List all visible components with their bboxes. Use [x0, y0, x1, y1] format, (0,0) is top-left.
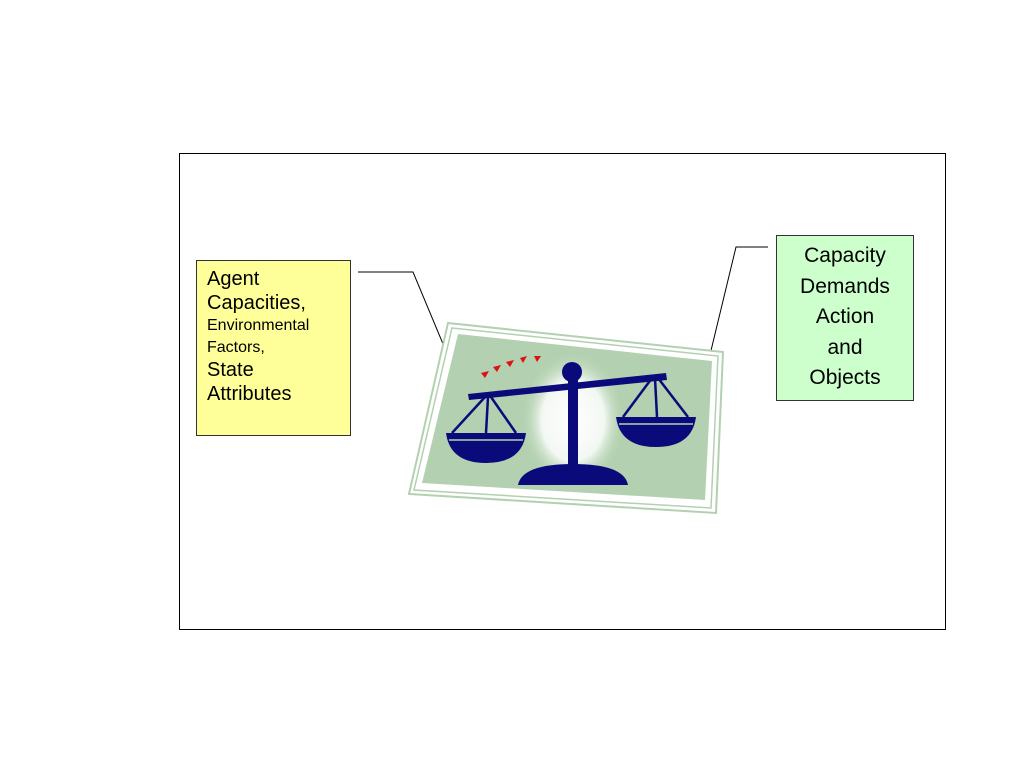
right-callout-line-5: Objects — [809, 366, 881, 390]
scale-base — [518, 464, 628, 485]
left-callout-line-3: Environmental — [207, 317, 310, 334]
left-callout-line-1: Agent — [207, 268, 260, 290]
left-callout-line-5: State — [207, 359, 254, 382]
card-inner-border — [413, 327, 719, 509]
left-callout-line-2: Capacities, — [207, 292, 306, 314]
right-callout-line-1: Capacity — [804, 244, 886, 267]
right-callout-line-2: Demands — [800, 274, 890, 298]
left-callout-line-4: Factors, — [207, 338, 265, 356]
scale-beam — [468, 373, 667, 400]
right-connector-line — [700, 246, 768, 393]
agent-capacities-callout: Agent Capacities, Environmental Factors,… — [196, 260, 351, 436]
right-callout-line-3: Action — [815, 305, 875, 329]
left-pan-strings — [451, 396, 518, 434]
balance-scale-icon — [407, 321, 725, 515]
scale-knob — [562, 362, 582, 382]
scale-pillar — [568, 380, 578, 470]
right-pan-strings — [621, 377, 689, 418]
left-callout-line-6: Attributes — [207, 383, 292, 406]
right-callout-line-4: and — [827, 335, 863, 359]
capacity-demands-callout: Capacity Demands Action and Objects — [776, 235, 914, 401]
motion-marks — [481, 356, 541, 378]
